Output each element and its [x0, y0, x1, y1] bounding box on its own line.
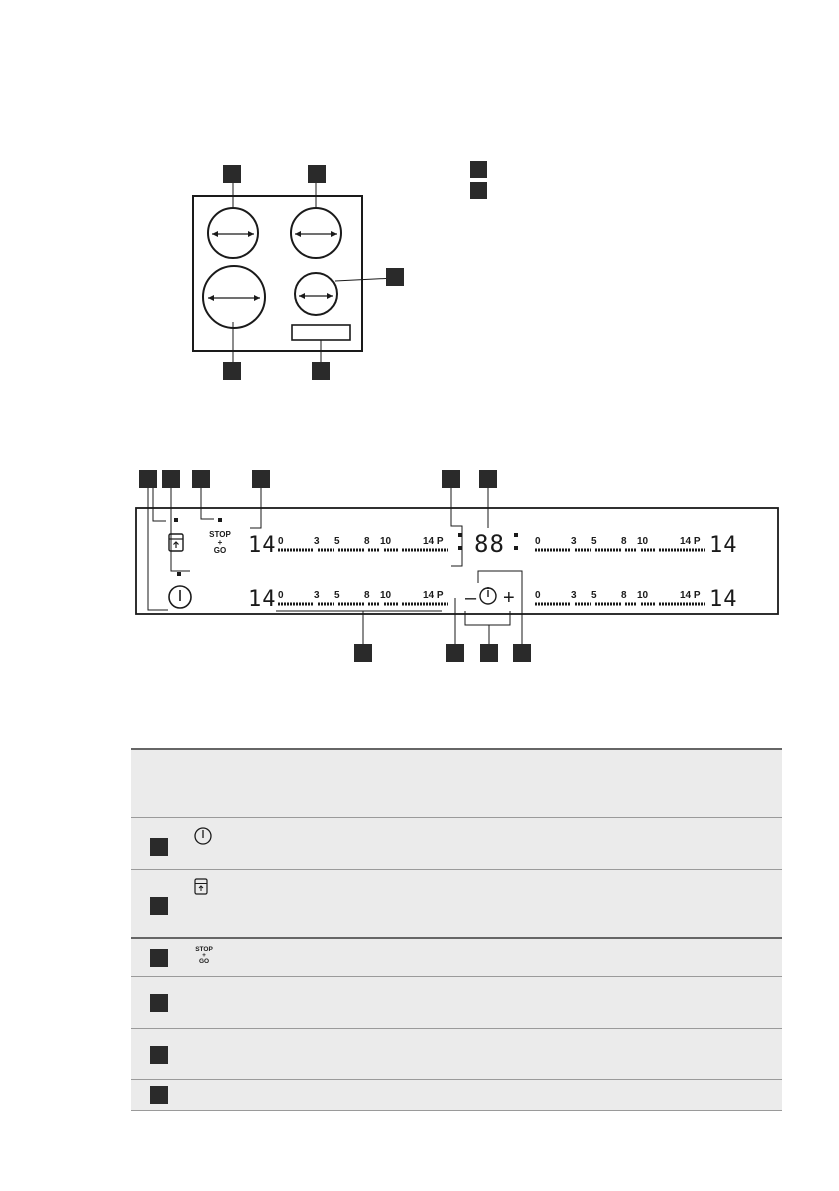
slider-scale-label: 8 [621, 590, 627, 601]
slider-scale-label: 14 P [680, 590, 701, 601]
slider-left-top[interactable]: 0 3 5 8 10 14 P [278, 536, 448, 552]
control-panel-diagram: STOP + GO 14 14 14 14 88 – + [135, 470, 779, 662]
stop-go-line1: STOP [209, 530, 231, 539]
panel-callout-a [139, 470, 157, 488]
slider-scale-label: 0 [278, 536, 284, 547]
row-number-square [150, 1086, 168, 1104]
row-number-square [150, 949, 168, 967]
power-sliders: 0 3 5 8 10 14 P 0 3 5 8 10 14 P 0 3 5 8 10 14 P 0 3 5 8 10 14 P [278, 536, 705, 606]
slider-scale-label: 14 P [423, 536, 444, 547]
power-icon[interactable] [168, 585, 192, 609]
lock-indicator-dot [174, 518, 178, 522]
row-number-square [150, 1046, 168, 1064]
slider-scale-label: 14 P [423, 590, 444, 601]
callout-square-4 [223, 362, 241, 380]
slider-scale-label: 5 [591, 590, 597, 601]
slider-scale-label: 3 [314, 536, 320, 547]
slider-right-bottom[interactable]: 0 3 5 8 10 14 P [535, 590, 705, 606]
hob-outline [192, 195, 363, 352]
row-number-square [150, 897, 168, 915]
slider-scale-label: 8 [621, 536, 627, 547]
table-row: STOP + GO [131, 939, 782, 977]
stop-go-line3: GO [214, 546, 226, 555]
row-number-square [150, 994, 168, 1012]
stop-go-indicator-dot [218, 518, 222, 522]
stop-go-icon: STOP + GO [195, 946, 213, 965]
power-icon [194, 827, 212, 845]
slider-right-top[interactable]: 0 3 5 8 10 14 P [535, 536, 705, 552]
display-left-bottom: 14 [248, 587, 277, 612]
slider-scale-label: 14 P [680, 536, 701, 547]
cooktop-diagrams: STOP + GO 14 14 14 14 88 – + [135, 161, 779, 662]
panel-callout-g [354, 644, 372, 662]
stop-go-icon-line3: GO [199, 958, 209, 965]
panel-callout-b [162, 470, 180, 488]
display-right-top: 14 [709, 533, 738, 558]
slider-scale-label: 10 [380, 590, 392, 601]
callout-square-3 [386, 268, 404, 286]
slider-scale-label: 3 [571, 536, 577, 547]
slider-scale-label: 5 [334, 536, 340, 547]
table-row [131, 870, 782, 939]
slider-left-bottom[interactable]: 0 3 5 8 10 14 P [278, 590, 448, 606]
panel-callout-d [252, 470, 270, 488]
slider-scale-label: 0 [535, 590, 541, 601]
function-table: STOP + GO [131, 748, 782, 1111]
slider-scale-label: 8 [364, 590, 370, 601]
stop-go-icon-line2: + [202, 952, 206, 959]
legend-square-2 [470, 182, 487, 199]
table-row [131, 1080, 782, 1111]
slider-scale-label: 8 [364, 536, 370, 547]
slider-scale-label: 3 [314, 590, 320, 601]
slider-scale-label: 3 [571, 590, 577, 601]
power-indicator-dot [177, 572, 181, 576]
slider-scale-label: 0 [278, 590, 284, 601]
callout-square-5 [312, 362, 330, 380]
slider-scale-label: 10 [637, 590, 649, 601]
control-panel-outline [135, 507, 779, 615]
timer-minus-button[interactable]: – [465, 587, 477, 609]
cooking-zone-rear-right [290, 207, 342, 259]
slider-scale-label: 5 [591, 536, 597, 547]
table-row [131, 977, 782, 1029]
cooking-zone-rear-left [202, 265, 266, 329]
cooking-zone-front-left [207, 207, 259, 259]
slider-scale-label: 0 [535, 536, 541, 547]
panel-callout-f [479, 470, 497, 488]
panel-callout-c [192, 470, 210, 488]
timer-plus-button[interactable]: + [503, 587, 515, 609]
lock-icon[interactable] [168, 533, 184, 552]
row-number-square [150, 838, 168, 856]
table-row [131, 818, 782, 870]
panel-callout-i [480, 644, 498, 662]
table-header [131, 748, 782, 818]
stop-go-icon-line1: STOP [195, 946, 213, 953]
timer-display-digits: 88 [474, 530, 505, 558]
lock-icon [194, 878, 208, 895]
control-panel-strip [291, 324, 351, 341]
callout-square-2 [308, 165, 326, 183]
display-right-bottom: 14 [709, 587, 738, 612]
callout-square-1 [223, 165, 241, 183]
timer-display: 88 [458, 530, 518, 558]
panel-callout-j [513, 644, 531, 662]
cooking-zone-front-right [294, 272, 338, 316]
timer-clock-icon[interactable] [479, 587, 497, 605]
slider-scale-label: 10 [637, 536, 649, 547]
legend-square-1 [470, 161, 487, 178]
hob-layout-diagram [192, 161, 487, 380]
panel-callout-e [442, 470, 460, 488]
slider-scale-label: 10 [380, 536, 392, 547]
display-left-top: 14 [248, 533, 277, 558]
stop-go-line2: + [218, 538, 223, 547]
panel-callout-h [446, 644, 464, 662]
slider-scale-label: 5 [334, 590, 340, 601]
table-row [131, 1029, 782, 1080]
stop-go-button[interactable]: STOP + GO [209, 530, 231, 555]
